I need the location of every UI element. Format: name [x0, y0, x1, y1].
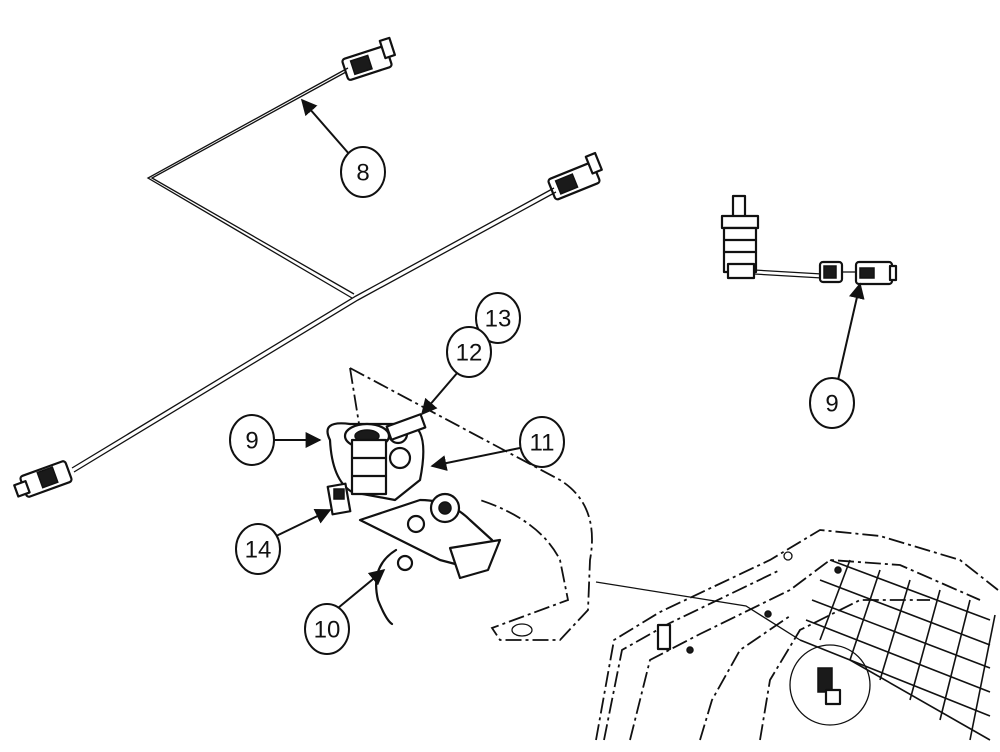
callout-9-left-label: 9 — [245, 428, 258, 455]
seat-frame — [595, 529, 999, 741]
valve-assembly — [326, 413, 502, 626]
callout-11: 11 — [519, 416, 565, 468]
callout-11-label: 11 — [530, 430, 555, 457]
callout-10-label: 10 — [314, 617, 341, 644]
callout-10: 10 — [304, 603, 350, 655]
harness-connector-right — [547, 151, 603, 201]
callout-14: 14 — [235, 523, 281, 575]
callout-13-label: 13 — [485, 306, 512, 333]
switch-detail — [720, 194, 898, 286]
callout-14-label: 14 — [245, 537, 272, 564]
harness-connector-top — [341, 36, 396, 81]
seat-switch-location — [817, 667, 842, 706]
callout-12-label: 12 — [456, 340, 483, 367]
callout-8-label: 8 — [356, 160, 369, 187]
callout-9-right-label: 9 — [825, 391, 838, 418]
seat-grille — [799, 559, 996, 741]
callout-9-right: 9 — [809, 377, 855, 429]
callout-13: 13 — [475, 292, 521, 344]
mounting-bracket — [349, 367, 593, 641]
wire-harness — [13, 36, 603, 498]
harness-connector-bottom — [13, 460, 73, 498]
callout-9-left: 9 — [229, 414, 275, 466]
callout-12: 12 — [446, 326, 492, 378]
leader-lines — [271, 98, 865, 609]
callout-8: 8 — [340, 146, 386, 198]
